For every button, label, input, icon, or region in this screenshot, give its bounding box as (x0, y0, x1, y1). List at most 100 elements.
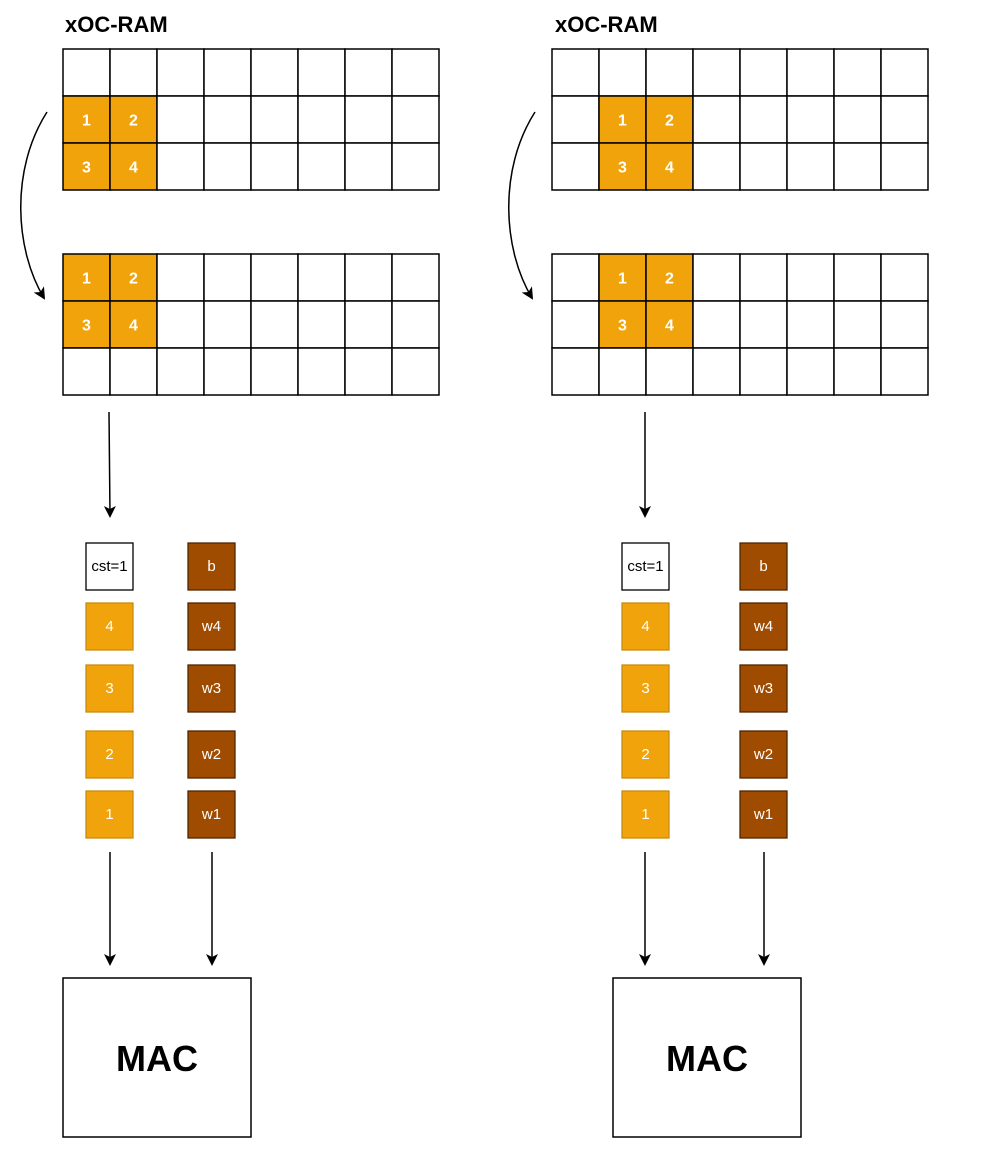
bottom-grid-cell (833, 347, 882, 396)
weight-cell-label: w2 (753, 746, 773, 763)
top-grid-cell (250, 142, 299, 191)
bottom-grid-cell (551, 253, 600, 302)
top-grid-cell (880, 142, 929, 191)
bottom-grid-cell (344, 253, 393, 302)
mac-label: MAC (116, 1038, 198, 1079)
bottom-grid-cell (250, 300, 299, 349)
bottom-grid-cell (344, 347, 393, 396)
weight-cell-b: b (739, 542, 788, 591)
top-grid-cell (551, 142, 600, 191)
top-grid-cell (62, 48, 111, 97)
top-grid-cell (109, 48, 158, 97)
top-grid-cell (203, 95, 252, 144)
bottom-grid-cell (297, 347, 346, 396)
weight-cell-label: b (759, 558, 767, 575)
weight-cell-b: b (187, 542, 236, 591)
bottom-grid-cell-label: 2 (665, 271, 674, 288)
weight-cell-w4: w4 (187, 602, 236, 651)
input-cell-label: 4 (105, 618, 113, 635)
bottom-grid-cell-label: 4 (665, 318, 674, 335)
top-grid-cell (551, 95, 600, 144)
top-grid-cell (156, 142, 205, 191)
panel-2-mac-block: MAC (612, 977, 802, 1138)
bottom-grid-cell (645, 347, 694, 396)
top-grid-cell-label: 4 (129, 160, 138, 177)
input-cell-label: 1 (641, 806, 649, 823)
top-grid-cell (880, 95, 929, 144)
bottom-grid-cell-label: 3 (82, 318, 91, 335)
panel-1-title: xOC-RAM (65, 12, 168, 37)
input-cell-label: 2 (641, 746, 649, 763)
bottom-grid-cell (692, 253, 741, 302)
input-cell-label: 1 (105, 806, 113, 823)
bottom-grid-cell (250, 347, 299, 396)
bottom-grid-cell (786, 300, 835, 349)
bottom-grid-cell (833, 300, 882, 349)
top-grid-cell (297, 95, 346, 144)
panel-1-mac-block: MAC (62, 977, 252, 1138)
input-cell-4: 4 (621, 602, 670, 651)
top-grid-cell-label: 2 (665, 113, 674, 130)
top-grid-cell (344, 48, 393, 97)
bottom-grid-cell (551, 347, 600, 396)
weight-cell-w2: w2 (187, 730, 236, 779)
input-cell-cst: cst=1 (621, 542, 670, 591)
top-grid-cell (297, 142, 346, 191)
input-cell-label: 4 (641, 618, 649, 635)
top-grid-cell-label: 2 (129, 113, 138, 130)
panel-2-title: xOC-RAM (555, 12, 658, 37)
top-grid-cell (833, 142, 882, 191)
bottom-grid-cell (739, 347, 788, 396)
top-grid-cell (692, 142, 741, 191)
top-grid-cell (203, 48, 252, 97)
panel-1-inputs: cst=1 4 3 2 1 (85, 542, 134, 839)
top-grid-cell-label: 1 (618, 113, 627, 130)
bottom-grid-cell (344, 300, 393, 349)
bottom-grid-highlight-cell (598, 253, 647, 302)
bottom-grid-cell (739, 253, 788, 302)
bottom-grid-cell-label: 4 (129, 318, 138, 335)
weight-cell-label: w3 (201, 680, 221, 697)
top-grid-cell-label: 3 (618, 160, 627, 177)
bottom-grid-highlight-cell (645, 300, 694, 349)
top-grid-cell (692, 48, 741, 97)
input-cell-3: 3 (85, 664, 134, 713)
weight-cell-label: w4 (201, 618, 221, 635)
bottom-grid-cell (880, 253, 929, 302)
top-grid-highlight-cell (62, 142, 111, 191)
top-grid-cell (156, 48, 205, 97)
bottom-grid-cell (203, 300, 252, 349)
top-grid-highlight-cell (598, 95, 647, 144)
top-grid-cell (250, 95, 299, 144)
bottom-grid-cell-label: 1 (82, 271, 91, 288)
top-grid-cell (880, 48, 929, 97)
bottom-grid-cell (786, 347, 835, 396)
top-grid-cell (203, 142, 252, 191)
top-grid-cell (786, 48, 835, 97)
input-cell-1: 1 (621, 790, 670, 839)
bottom-grid-cell (156, 253, 205, 302)
top-grid-cell (739, 48, 788, 97)
bottom-grid-cell (156, 300, 205, 349)
top-grid-cell (344, 95, 393, 144)
bottom-grid-cell (391, 300, 440, 349)
weight-cell-label: w1 (201, 806, 221, 823)
bottom-grid-cell (786, 253, 835, 302)
weight-cell-w2: w2 (739, 730, 788, 779)
bottom-grid-cell (692, 300, 741, 349)
top-grid-cell (833, 48, 882, 97)
top-grid-cell (344, 142, 393, 191)
bottom-grid-cell (297, 253, 346, 302)
top-grid-cell (739, 142, 788, 191)
weight-cell-w3: w3 (187, 664, 236, 713)
top-grid-cell (250, 48, 299, 97)
input-cell-label: cst=1 (91, 558, 127, 575)
weight-cell-w1: w1 (739, 790, 788, 839)
panel-1-weights: b w4 w3 w2 w1 (187, 542, 236, 839)
bottom-grid-cell (391, 347, 440, 396)
